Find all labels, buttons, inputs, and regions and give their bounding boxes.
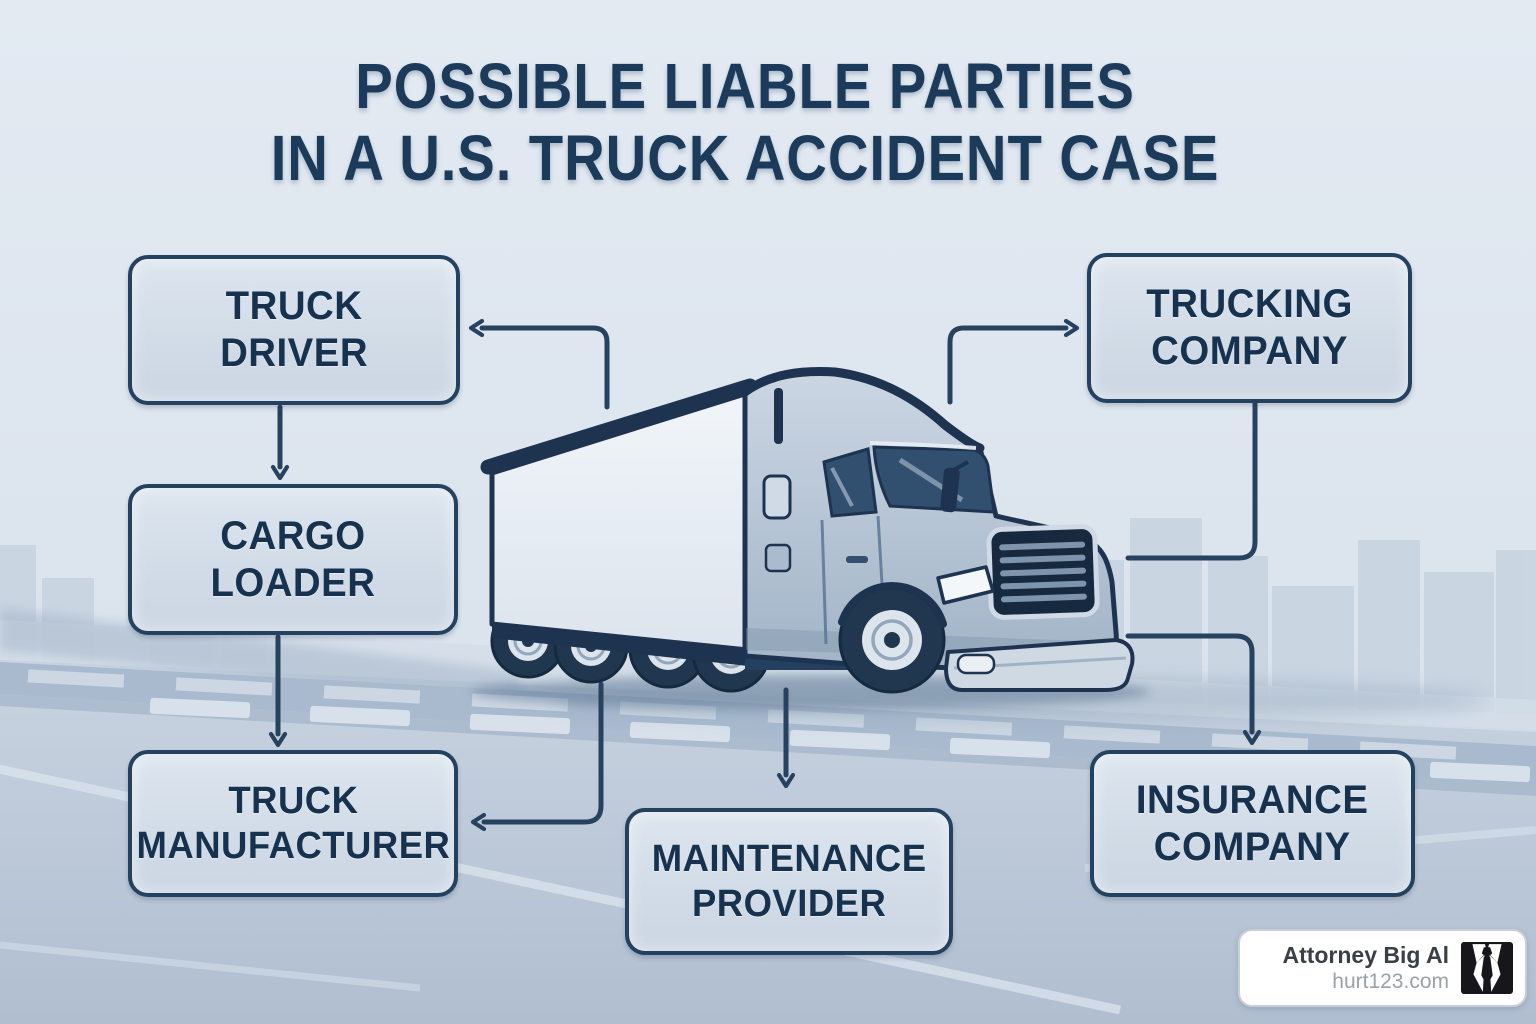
title-line-2: IN A U.S. TRUCK ACCIDENT CASE	[270, 122, 1220, 194]
party-box-insurance-company: INSURANCE COMPANY	[1090, 750, 1415, 897]
party-label-insurance-company: INSURANCE COMPANY	[1136, 777, 1369, 869]
tractor-cab	[740, 367, 1119, 671]
watermark-site: hurt123.com	[1332, 970, 1449, 994]
party-box-truck-manufacturer: TRUCK MANUFACTURER	[128, 750, 458, 897]
watermark-card: Attorney Big Al hurt123.com	[1238, 929, 1527, 1007]
party-label-truck-driver: TRUCK DRIVER	[220, 284, 368, 375]
party-box-truck-driver: TRUCK DRIVER	[128, 255, 460, 405]
steer-wheel	[838, 582, 947, 694]
arrow-truck-to-insurance-company	[1125, 633, 1262, 746]
party-box-trucking-company: TRUCKING COMPANY	[1087, 253, 1412, 403]
headlight	[936, 565, 995, 605]
semi-truck-illustration	[470, 367, 1490, 722]
party-box-cargo-loader: CARGO LOADER	[128, 484, 458, 635]
arrow-truck-to-truck-driver	[468, 318, 610, 410]
watermark-brand: Attorney Big Al	[1282, 941, 1449, 968]
party-label-trucking-company: TRUCKING COMPANY	[1146, 282, 1353, 373]
party-label-truck-manufacturer: TRUCK MANUFACTURER	[136, 780, 450, 867]
party-label-cargo-loader: CARGO LOADER	[210, 513, 376, 605]
party-label-maintenance-provider: MAINTENANCE PROVIDER	[651, 838, 927, 925]
arrow-truck-to-manufacturer	[470, 681, 604, 832]
front-bumper	[944, 638, 1135, 692]
page-title: POSSIBLE LIABLE PARTIES IN A U.S. TRUCK …	[0, 50, 1490, 194]
embankment-shadow	[0, 608, 520, 706]
connector-trucking-company-to-truck	[1125, 401, 1258, 561]
title-line-1: POSSIBLE LIABLE PARTIES	[355, 50, 1135, 122]
connector-arrows	[268, 318, 1262, 832]
watermark-text: Attorney Big Al hurt123.com	[1282, 941, 1449, 996]
suit-and-tie-icon	[1461, 942, 1513, 994]
arrow-truck-to-trucking-company	[947, 318, 1080, 405]
party-box-maintenance-provider: MAINTENANCE PROVIDER	[625, 808, 953, 955]
grille	[986, 524, 1100, 620]
